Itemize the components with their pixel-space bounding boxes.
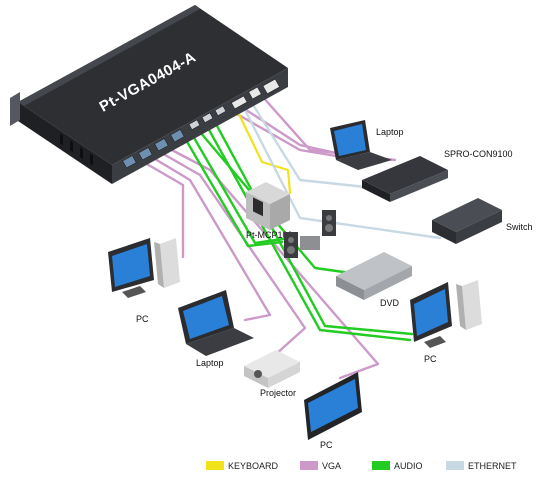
projector-label: Projector	[260, 388, 296, 398]
spro-label: SPRO-CON9100	[444, 149, 513, 159]
keyboard-cables	[234, 106, 292, 195]
spro-con9100-icon: SPRO-CON9100	[362, 149, 513, 202]
legend-swatch-keyboard	[206, 461, 224, 470]
legend-label-vga: VGA	[322, 461, 341, 471]
legend-item-keyboard: KEYBOARD	[206, 461, 279, 471]
switch-label: Switch	[506, 222, 533, 232]
legend-label-ethernet: ETHERNET	[468, 461, 517, 471]
ethernet-cable-switch	[240, 102, 442, 240]
legend-swatch-vga	[300, 461, 318, 470]
speakers-icon	[284, 210, 336, 258]
pc-left-label: PC	[136, 314, 149, 324]
legend-label-keyboard: KEYBOARD	[228, 461, 279, 471]
legend-item-audio: AUDIO	[372, 461, 423, 471]
pc-right-icon: PC	[410, 280, 482, 364]
projector-icon: Projector	[244, 350, 300, 398]
audio-cable-pc-right	[206, 126, 412, 342]
chassis-front	[18, 102, 112, 184]
laptop-top-icon: Laptop	[330, 120, 404, 170]
pc-bottom-label: PC	[320, 440, 333, 450]
legend-item-vga: VGA	[300, 461, 341, 471]
mcp-label: Pt-MCP100	[246, 230, 293, 240]
legend: KEYBOARD VGA AUDIO ETHERNET	[206, 461, 517, 471]
laptop-bottom-label: Laptop	[196, 358, 224, 368]
pc-right-label: PC	[424, 354, 437, 364]
mcp100-panel-icon: Pt-MCP100	[246, 182, 293, 240]
vga-cable-projector	[158, 150, 307, 357]
vga-cable-pc-left	[138, 158, 185, 259]
dvd-player-icon: DVD	[336, 252, 412, 308]
legend-item-ethernet: ETHERNET	[446, 461, 517, 471]
network-switch-icon: Switch	[432, 198, 533, 244]
laptop-top-label: Laptop	[376, 127, 404, 137]
vga-cable-laptop-bottom	[148, 154, 272, 322]
chassis-vents	[60, 133, 93, 166]
vga-cable-laptop-top	[228, 108, 350, 160]
ethernet-cables	[240, 98, 442, 240]
matrix-switcher-chassis: Pt-VGA0404-A	[10, 5, 288, 184]
dvd-label: DVD	[380, 298, 400, 308]
vga-cables	[138, 104, 380, 380]
chassis-top	[18, 5, 288, 165]
pc-bottom-icon: PC	[304, 372, 362, 450]
keyboard-cable-mcp	[234, 106, 292, 195]
legend-swatch-audio	[372, 461, 390, 470]
legend-swatch-ethernet	[446, 461, 464, 470]
laptop-bottom-icon: Laptop	[178, 290, 254, 368]
ethernet-cable-spro	[248, 98, 377, 190]
rear-ports	[122, 78, 280, 169]
legend-label-audio: AUDIO	[394, 461, 423, 471]
pc-left-icon: PC	[108, 238, 180, 324]
